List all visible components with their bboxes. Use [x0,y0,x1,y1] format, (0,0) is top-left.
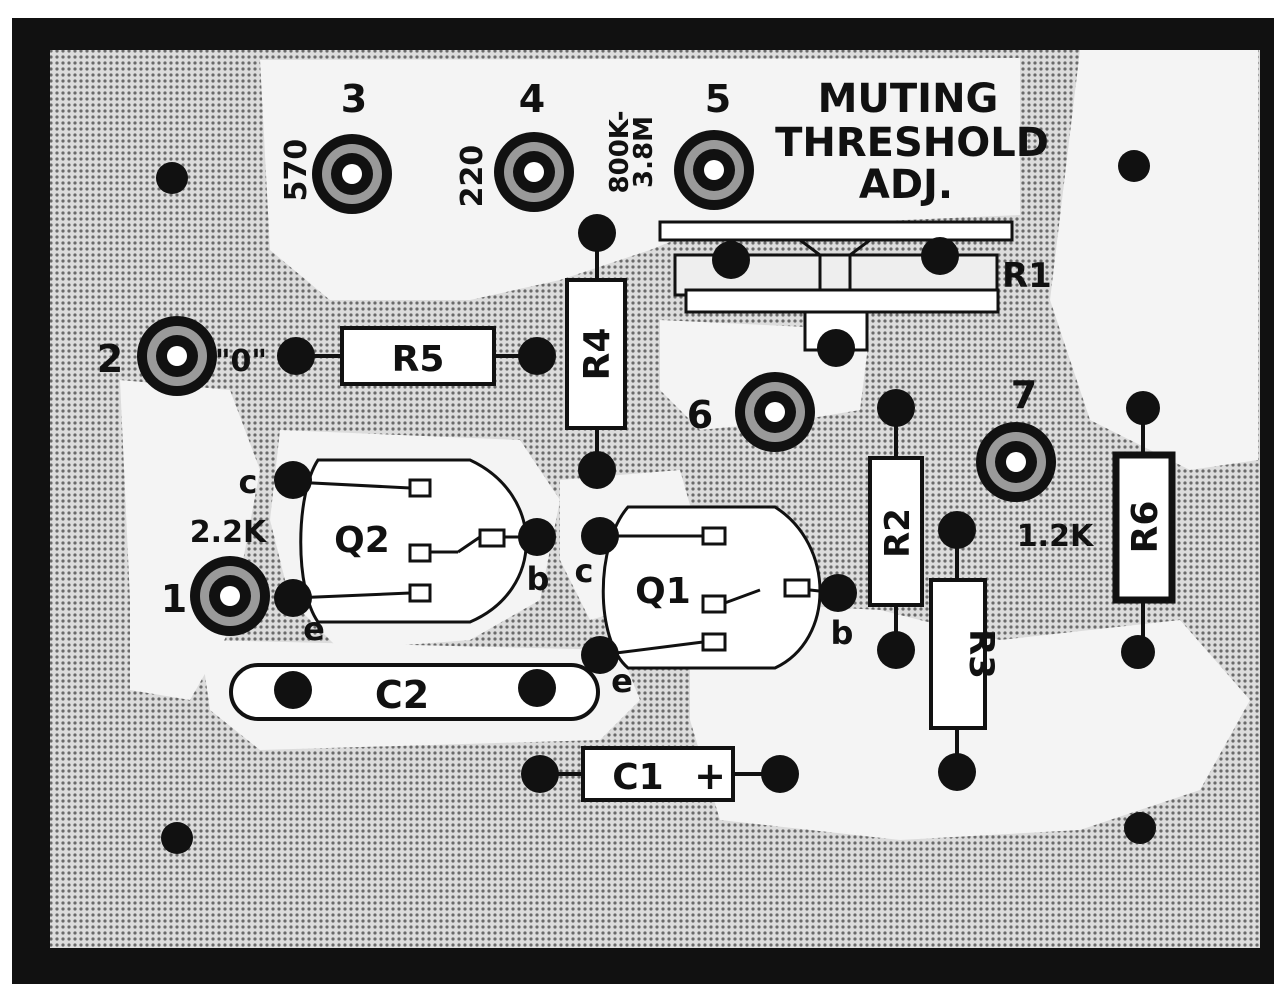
resistor-r3: R3 [929,578,1001,730]
terminal-5-label: 5 [705,77,731,121]
solder-pads [274,214,1160,793]
q1-emitter-label: e [611,662,633,700]
capacitor-c2: C2 [229,663,600,721]
r1-label: R1 [1002,256,1052,296]
mounting-holes [156,150,1156,854]
r6-label: R6 [1125,501,1166,554]
c1-label: C1 [612,757,663,798]
terminal-4-eyelet [494,132,574,212]
terminal-7-label: 7 [1011,373,1037,417]
title-line-1: MUTING [818,76,999,122]
terminal-3-label: 3 [341,77,367,121]
q2-base-label: b [527,560,550,598]
terminal-4-label: 4 [519,77,545,121]
terminal-7-eyelet [976,422,1056,502]
muting-threshold-title: MUTING THRESHOLD ADJ. [775,76,1049,208]
resistor-r5: R5 [340,326,496,386]
terminal-4-value: 220 [455,145,490,208]
terminal-3-eyelet [312,134,392,214]
capacitor-c1: C1 + [581,746,735,802]
terminal-3-value: 570 [279,139,314,202]
terminal-1-eyelet [190,556,270,636]
terminal-2-value: "0" [215,344,267,379]
c2-label: C2 [375,673,429,717]
terminal-1-value: 2.2K [190,515,268,550]
resistor-r2: R2 [868,456,924,607]
terminal-5-value-top: 800K- [605,111,635,194]
r4-label: R4 [577,328,618,381]
r2-label: R2 [878,508,918,558]
terminal-2-label: 2 [97,337,123,381]
r3-label: R3 [961,629,1001,679]
title-line-2: THRESHOLD [775,120,1049,166]
transistor-q2 [292,458,535,624]
terminal-7-value: 1.2K [1017,519,1095,554]
terminal-2-eyelet [137,316,217,396]
q1-base-label: b [831,614,854,652]
c1-polarity-label: + [694,754,726,798]
q1-collector-label: c [575,552,594,590]
terminal-eyelets [137,130,1056,636]
terminal-1-label: 1 [161,577,187,621]
q2-emitter-label: e [303,610,325,648]
q2-label: Q2 [334,520,390,561]
resistor-r6: R6 [1112,451,1176,604]
terminal-6-label: 6 [687,393,713,437]
resistor-r4: R4 [565,278,627,430]
terminal-5-value-bottom: 3.8M [629,116,659,188]
transistor-q1 [599,505,839,670]
title-line-3: ADJ. [859,162,953,208]
terminal-5-eyelet [674,130,754,210]
terminal-6-eyelet [735,372,815,452]
r5-label: R5 [392,339,445,380]
q2-collector-label: c [239,463,258,501]
q1-label: Q1 [635,571,691,612]
